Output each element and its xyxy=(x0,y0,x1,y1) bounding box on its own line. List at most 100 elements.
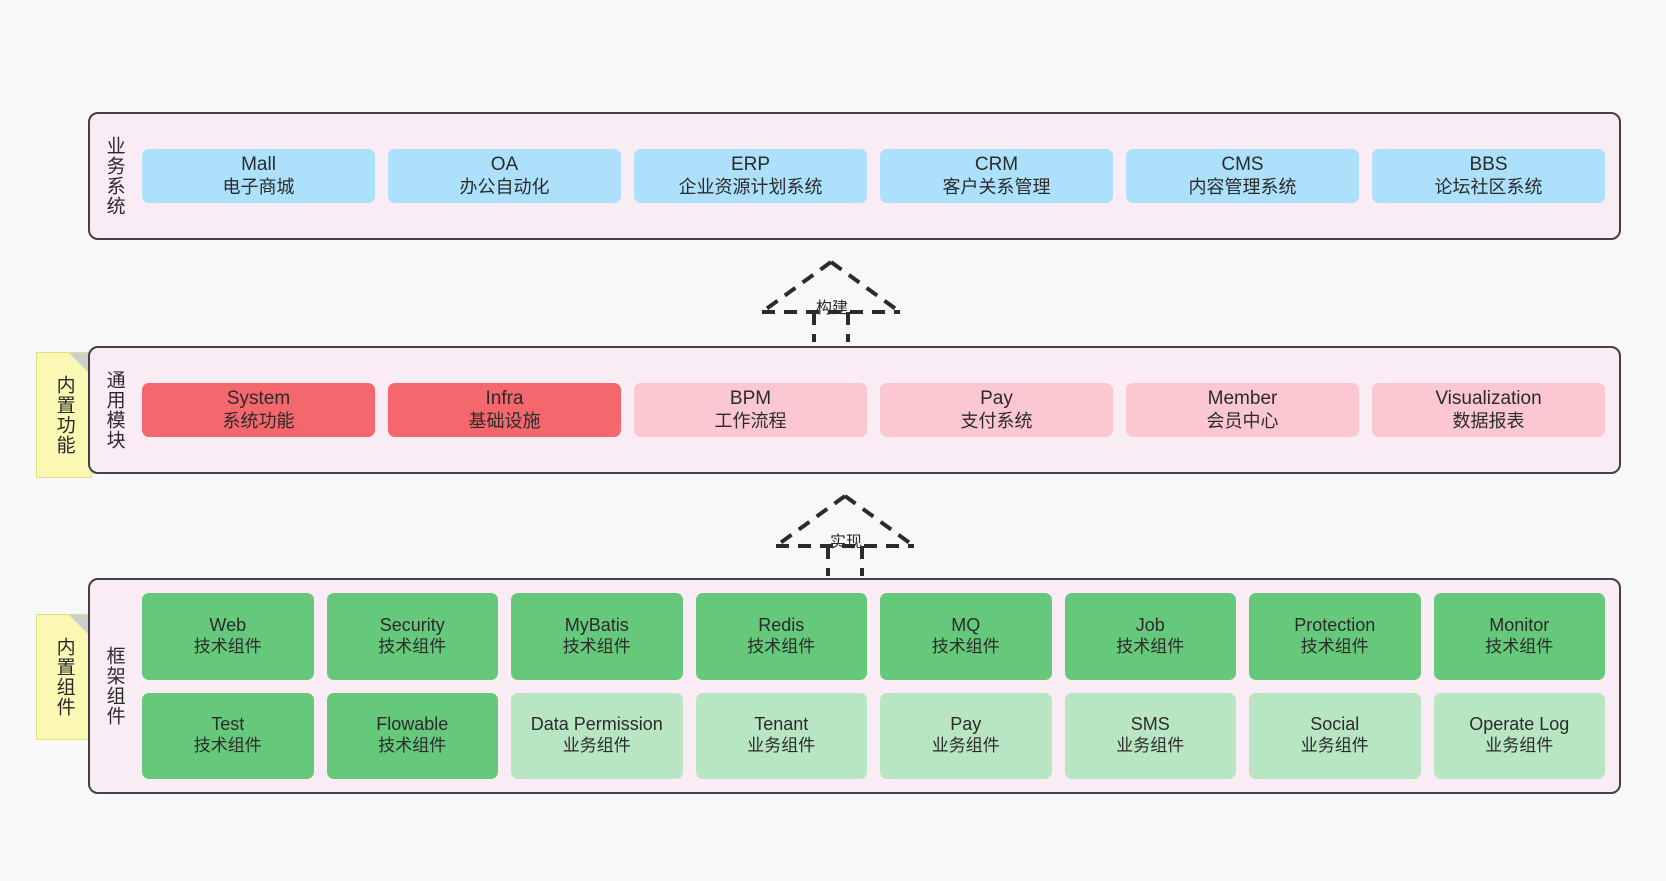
tile-label-cn: 基础设施 xyxy=(468,410,541,431)
tile-label-en: Pay xyxy=(980,388,1013,410)
connector-build: 构建 xyxy=(756,256,906,342)
tile-mybatis[interactable]: MyBatis 技术组件 xyxy=(511,593,683,680)
tile-label-cn: 业务组件 xyxy=(1300,736,1369,756)
tile-label-cn: 技术组件 xyxy=(378,636,447,656)
layer-common-modules: 通用模块 System 系统功能 Infra 基础设施 BPM 工作流程 Pay… xyxy=(88,346,1621,474)
tile-label-cn: 内容管理系统 xyxy=(1188,176,1297,197)
tile-label-cn: 技术组件 xyxy=(193,636,262,656)
tile-system[interactable]: System 系统功能 xyxy=(142,383,375,437)
tile-label-en: Redis xyxy=(758,614,805,635)
tile-label-en: Visualization xyxy=(1435,388,1542,410)
layer-title-framework-components: 框架组件 xyxy=(103,646,125,726)
tile-cms[interactable]: CMS 内容管理系统 xyxy=(1126,149,1359,203)
tile-operate-log[interactable]: Operate Log 业务组件 xyxy=(1433,692,1605,779)
tile-pay[interactable]: Pay 支付系统 xyxy=(880,383,1113,437)
tile-label-en: Infra xyxy=(485,388,524,410)
generalization-arrow-icon xyxy=(760,260,902,342)
tile-label-cn: 业务组件 xyxy=(1116,736,1185,756)
tile-label-en: Data Permission xyxy=(530,714,663,735)
tile-group-business-systems: Mall 电子商城 OA 办公自动化 ERP 企业资源计划系统 CRM 客户关系… xyxy=(138,114,1619,238)
tile-label-cn: 数据报表 xyxy=(1452,410,1525,431)
tile-label-en: SMS xyxy=(1130,714,1170,735)
tile-label-en: BBS xyxy=(1469,154,1508,176)
tile-label-cn: 企业资源计划系统 xyxy=(678,176,823,197)
tile-tenant[interactable]: Tenant 业务组件 xyxy=(695,692,867,779)
tile-label-cn: 论坛社区系统 xyxy=(1434,176,1543,197)
tile-oa[interactable]: OA 办公自动化 xyxy=(388,149,621,203)
page-fold-icon xyxy=(69,353,91,375)
tile-label-en: Security xyxy=(379,614,445,635)
tile-label-en: Test xyxy=(211,714,245,735)
tile-security[interactable]: Security 技术组件 xyxy=(326,593,498,680)
tile-protection[interactable]: Protection 技术组件 xyxy=(1249,593,1421,680)
tile-label-cn: 技术组件 xyxy=(193,736,262,756)
tile-social[interactable]: Social 业务组件 xyxy=(1249,692,1421,779)
tile-label-cn: 技术组件 xyxy=(931,636,1000,656)
tile-flowable[interactable]: Flowable 技术组件 xyxy=(326,692,498,779)
tile-label-cn: 办公自动化 xyxy=(459,176,550,197)
tile-infra[interactable]: Infra 基础设施 xyxy=(388,383,621,437)
tile-row-technical: Web 技术组件 Security 技术组件 MyBatis 技术组件 Redi… xyxy=(142,593,1605,680)
tile-label-cn: 工作流程 xyxy=(714,410,787,431)
layer-framework-components: 框架组件 Web 技术组件 Security 技术组件 MyBatis 技术组件… xyxy=(88,578,1621,794)
tile-label-cn: 技术组件 xyxy=(1300,636,1369,656)
tile-group-common-modules: System 系统功能 Infra 基础设施 BPM 工作流程 Pay 支付系统… xyxy=(138,348,1619,472)
tile-label-en: BPM xyxy=(729,388,772,410)
tile-label-en: Web xyxy=(209,614,247,635)
tile-label-cn: 客户关系管理 xyxy=(942,176,1051,197)
tile-label-en: Flowable xyxy=(376,714,449,735)
tile-label-cn: 技术组件 xyxy=(1116,636,1185,656)
tile-mall[interactable]: Mall 电子商城 xyxy=(142,149,375,203)
page-fold-icon xyxy=(69,615,91,637)
tile-label-cn: 业务组件 xyxy=(1485,736,1554,756)
layer-title-common-modules: 通用模块 xyxy=(103,370,125,450)
tile-label-en: Protection xyxy=(1294,614,1376,635)
connector-implement: 实现 xyxy=(770,490,920,576)
tile-group-framework-components: Web 技术组件 Security 技术组件 MyBatis 技术组件 Redi… xyxy=(138,580,1619,792)
tile-label-cn: 业务组件 xyxy=(747,736,816,756)
tile-crm[interactable]: CRM 客户关系管理 xyxy=(880,149,1113,203)
tile-visualization[interactable]: Visualization 数据报表 xyxy=(1372,383,1605,437)
sticky-note-label: 内置功能 xyxy=(53,375,75,455)
tile-label-en: Member xyxy=(1207,388,1278,410)
sticky-note-builtin-components: 内置组件 xyxy=(36,614,92,740)
tile-label-cn: 会员中心 xyxy=(1206,410,1279,431)
tile-label-en: ERP xyxy=(730,154,771,176)
tile-label-en: Tenant xyxy=(754,714,809,735)
tile-label-cn: 支付系统 xyxy=(960,410,1033,431)
generalization-arrow-icon xyxy=(774,494,916,576)
tile-label-cn: 电子商城 xyxy=(222,176,295,197)
tile-redis[interactable]: Redis 技术组件 xyxy=(695,593,867,680)
tile-mq[interactable]: MQ 技术组件 xyxy=(880,593,1052,680)
tile-member[interactable]: Member 会员中心 xyxy=(1126,383,1359,437)
tile-label-cn: 业务组件 xyxy=(562,736,631,756)
tile-bpm[interactable]: BPM 工作流程 xyxy=(634,383,867,437)
tile-monitor[interactable]: Monitor 技术组件 xyxy=(1433,593,1605,680)
tile-label-en: CMS xyxy=(1221,154,1264,176)
sticky-note-label: 内置组件 xyxy=(53,637,75,717)
tile-erp[interactable]: ERP 企业资源计划系统 xyxy=(634,149,867,203)
tile-sms[interactable]: SMS 业务组件 xyxy=(1064,692,1236,779)
tile-label-en: Pay xyxy=(950,714,982,735)
tile-label-cn: 技术组件 xyxy=(562,636,631,656)
tile-label-en: MQ xyxy=(951,614,981,635)
connector-label-build: 构建 xyxy=(816,300,849,317)
layer-title-business-systems: 业务系统 xyxy=(103,136,125,216)
sticky-note-builtin-features: 内置功能 xyxy=(36,352,92,478)
tile-label-en: Mall xyxy=(241,154,276,176)
tile-label-cn: 系统功能 xyxy=(222,410,295,431)
tile-label-en: Monitor xyxy=(1489,614,1550,635)
tile-job[interactable]: Job 技术组件 xyxy=(1064,593,1236,680)
tile-label-en: OA xyxy=(490,154,519,176)
tile-test[interactable]: Test 技术组件 xyxy=(142,692,314,779)
tile-label-en: Social xyxy=(1310,714,1360,735)
tile-label-en: Job xyxy=(1135,614,1165,635)
tile-bbs[interactable]: BBS 论坛社区系统 xyxy=(1372,149,1605,203)
tile-web[interactable]: Web 技术组件 xyxy=(142,593,314,680)
tile-pay-business[interactable]: Pay 业务组件 xyxy=(880,692,1052,779)
tile-data-permission[interactable]: Data Permission 业务组件 xyxy=(511,692,683,779)
tile-label-cn: 技术组件 xyxy=(1485,636,1554,656)
connector-label-implement: 实现 xyxy=(830,534,863,551)
tile-label-en: Operate Log xyxy=(1469,714,1570,735)
